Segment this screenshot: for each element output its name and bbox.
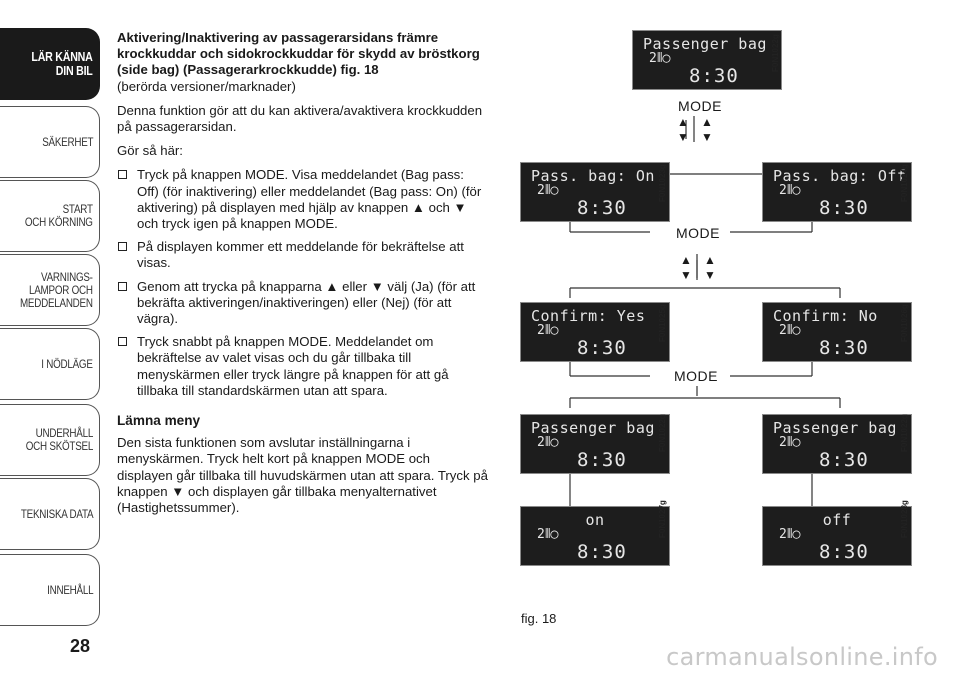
tab-label: TEKNISKA DATA	[20, 506, 94, 521]
tab-label: VARNINGS- LAMPOR OCH MEDDELANDEN	[20, 269, 93, 310]
figure-code: F0N1022g	[771, 34, 780, 72]
arrow-up-icon: ▲	[701, 115, 713, 129]
lcd-display-confirm-no: Confirm: No 2⦀◯ 8:30	[762, 302, 912, 362]
lcd-display-passenger-bag-right: Passenger bag 2⦀◯ 8:30	[762, 414, 912, 474]
display-status: 2⦀◯	[779, 435, 801, 450]
heading-note: (berörda versioner/marknader)	[117, 78, 296, 94]
exit-menu-heading: Lämna meny	[117, 413, 201, 429]
figure-18-diagram: Passenger bag 2⦀◯ 8:30 F0N1022g MODE ▲ ▼…	[500, 24, 940, 604]
figure-code: F0N1024g	[900, 164, 909, 202]
tab-label: I NÖDLÄGE	[41, 356, 94, 371]
lcd-display-pass-bag-off: Pass. bag: Off 2⦀◯ 8:30	[762, 162, 912, 222]
tab-sakerhet[interactable]: SÄKERHET	[0, 106, 100, 178]
display-title: off	[822, 511, 852, 529]
display-title: Passenger bag	[643, 35, 767, 53]
display-title: Pass. bag: On	[531, 167, 655, 185]
tab-label: INNEHÅLL	[46, 582, 93, 597]
figure-code: F0N1027g	[658, 500, 667, 538]
display-status: 2⦀◯	[537, 527, 559, 542]
mode-label: MODE	[678, 98, 722, 114]
tab-tekniska-data[interactable]: TEKNISKA DATA	[0, 478, 100, 550]
display-status: 2⦀◯	[537, 183, 559, 198]
display-time: 8:30	[819, 541, 869, 563]
page-number: 28	[70, 636, 91, 656]
list-item: På displayen kommer ett meddelande för b…	[117, 239, 489, 271]
text-column: Aktivering/Inaktivering av passagerarsid…	[117, 30, 489, 524]
arrow-down-icon: ▼	[704, 268, 716, 282]
figure-code: F0N1022g	[658, 414, 667, 452]
figure-code: F0N1028g	[900, 500, 909, 538]
display-time: 8:30	[819, 337, 869, 359]
lcd-display-on: on 2⦀◯ 8:30	[520, 506, 670, 566]
up-down-arrows: ▲ ▼ ▲ ▼	[680, 254, 716, 288]
display-time: 8:30	[819, 449, 869, 471]
figure-code: F0N1022g	[900, 414, 909, 452]
tab-varningslampor[interactable]: VARNINGS- LAMPOR OCH MEDDELANDEN	[0, 254, 100, 326]
figure-code: F0N1023g	[658, 164, 667, 202]
display-status: 2⦀◯	[779, 527, 801, 542]
tab-label: UNDERHÅLL OCH SKÖTSEL	[25, 426, 94, 453]
arrow-up-icon: ▲	[680, 253, 692, 267]
heading-text: Aktivering/Inaktivering av passagerarsid…	[117, 30, 480, 78]
up-down-arrows: ▲ ▼ ▲ ▼	[677, 116, 713, 150]
display-title: Pass. bag: Off	[773, 167, 907, 185]
lcd-display-off: off 2⦀◯ 8:30	[762, 506, 912, 566]
display-status: 2⦀◯	[537, 323, 559, 338]
display-title: Confirm: Yes	[531, 307, 646, 325]
tab-underhall-och-skotsel[interactable]: UNDERHÅLL OCH SKÖTSEL	[0, 404, 100, 476]
display-title: Passenger bag	[773, 419, 897, 437]
arrow-down-icon: ▼	[680, 268, 692, 282]
display-title: Confirm: No	[773, 307, 878, 325]
instruction-list: Tryck på knappen MODE. Visa meddelandet …	[117, 167, 489, 399]
intro-paragraph: Denna funktion gör att du kan aktivera/a…	[117, 102, 483, 135]
tab-start-och-korning[interactable]: START OCH KÖRNING	[0, 180, 100, 252]
arrow-down-icon: ▼	[677, 130, 689, 144]
list-item: Tryck på knappen MODE. Visa meddelandet …	[117, 167, 489, 232]
lcd-display-passenger-bag-left: Passenger bag 2⦀◯ 8:30	[520, 414, 670, 474]
display-status: 2⦀◯	[779, 183, 801, 198]
connector-lines	[569, 116, 841, 508]
display-title: on	[585, 511, 605, 529]
figure-caption: fig. 18	[521, 611, 557, 626]
tab-innehall[interactable]: INNEHÅLL	[0, 554, 100, 626]
list-item: Tryck snabbt på knappen MODE. Meddelande…	[117, 334, 489, 399]
how-to-label: Gör så här:	[117, 143, 183, 159]
display-time: 8:30	[819, 197, 869, 219]
tab-label: START OCH KÖRNING	[25, 202, 93, 229]
tab-label: SÄKERHET	[41, 134, 93, 149]
lcd-display-passenger-bag: Passenger bag 2⦀◯ 8:30	[632, 30, 782, 90]
section-heading: Aktivering/Inaktivering av passagerarsid…	[117, 30, 489, 95]
display-time: 8:30	[577, 449, 627, 471]
display-time: 8:30	[577, 197, 627, 219]
display-time: 8:30	[689, 65, 739, 87]
figure-code: F0N1025g	[658, 304, 667, 342]
lcd-display-confirm-yes: Confirm: Yes 2⦀◯ 8:30	[520, 302, 670, 362]
mode-label: MODE	[676, 225, 720, 241]
display-title: Passenger bag	[531, 419, 655, 437]
list-item: Genom att trycka på knapparna ▲ eller ▼ …	[117, 279, 489, 328]
display-time: 8:30	[577, 337, 627, 359]
lcd-display-pass-bag-on: Pass. bag: On 2⦀◯ 8:30	[520, 162, 670, 222]
display-status: 2⦀◯	[537, 435, 559, 450]
figure-code: F0N1026g	[900, 304, 909, 342]
display-status: 2⦀◯	[649, 51, 671, 66]
arrow-down-icon: ▼	[701, 130, 713, 144]
tab-label: LÄR KÄNNA DIN BIL	[31, 49, 93, 78]
tab-i-nodlage[interactable]: I NÖDLÄGE	[0, 328, 100, 400]
exit-menu-paragraph: Den sista funktionen som avslutar instäl…	[117, 435, 488, 516]
display-time: 8:30	[577, 541, 627, 563]
watermark: carmanualsonline.info	[666, 643, 938, 671]
display-status: 2⦀◯	[779, 323, 801, 338]
mode-label: MODE	[674, 368, 718, 384]
arrow-up-icon: ▲	[677, 115, 689, 129]
arrow-up-icon: ▲	[704, 253, 716, 267]
tab-lar-kanna-din-bil[interactable]: LÄR KÄNNA DIN BIL	[0, 28, 100, 100]
